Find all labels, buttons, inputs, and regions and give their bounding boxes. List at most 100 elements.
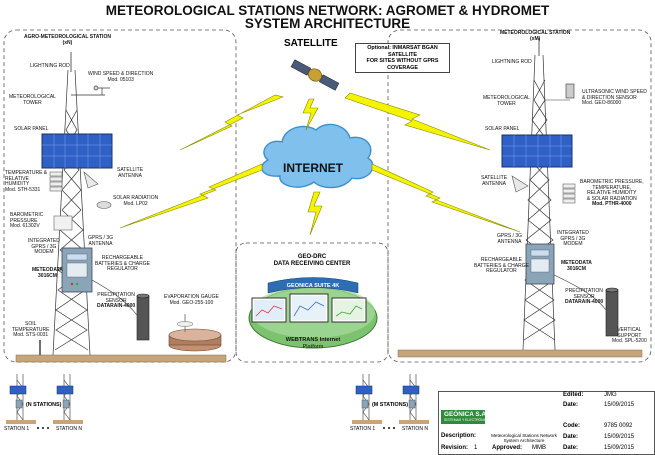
left-station-id: (xN) <box>62 39 73 46</box>
right-multi-sensor-label: BAROMETRIC PRESSURE,TEMPERATURE,RELATIVE… <box>580 179 644 208</box>
date-value-2: 15/09/2015 <box>604 434 635 440</box>
bolt-satellite-left <box>179 94 284 151</box>
right-ultrasonic-sensor <box>545 83 575 101</box>
left-ground <box>15 354 227 363</box>
date-key-3: Date: <box>563 445 579 451</box>
edited-value: JMG <box>604 392 617 398</box>
right-solar-panel-graphic <box>501 134 573 168</box>
left-tower <box>52 69 91 356</box>
right-station-frame <box>387 29 652 363</box>
right-station-name: METEOROLOGICAL STATION <box>500 30 571 36</box>
company-subtitle: SISTEMAS Y ELECTRÓNICA <box>444 418 490 422</box>
evaporation-gauge-graphic <box>168 314 222 352</box>
center-monitors <box>251 293 367 323</box>
left-station1-label: STATION 1 <box>4 426 30 432</box>
right-pthr-sensor <box>562 183 576 204</box>
internet-cloud <box>261 123 374 189</box>
left-cable <box>91 279 138 316</box>
right-ground <box>397 349 643 358</box>
left-solar-radiation-graphic <box>96 201 112 209</box>
diagram-title-line1: METEOROLOGICAL STATIONS NETWORK: AGROMET… <box>105 3 550 18</box>
revision-value: 1 <box>474 445 478 451</box>
left-wind-sensor <box>71 85 110 96</box>
bottom-right-stations <box>362 374 417 421</box>
suite-label: GEONICA SUITE 4K <box>286 283 340 289</box>
left-stationN-label: STATION N <box>56 426 82 432</box>
bolt-right-internet <box>371 163 521 233</box>
lightning-bolts <box>119 92 521 236</box>
m-stations-label: (M STATIONS) <box>372 402 409 408</box>
right-station-title: METEOROLOGICAL STATION (xM) <box>500 30 571 42</box>
bottom-left-stations <box>16 374 71 421</box>
company-logo <box>441 410 485 424</box>
diagram-title-line2: SYSTEM ARCHITECTURE <box>244 16 411 31</box>
right-satellite-antenna <box>511 175 529 193</box>
date-key-1: Date: <box>563 402 579 408</box>
right-logger-graphic <box>525 243 555 285</box>
revision-key: Revision: <box>441 445 469 451</box>
company-name: GEÓNICA S.A. <box>444 411 488 418</box>
right-cable <box>553 274 607 311</box>
right-station-id: (xM) <box>530 35 541 42</box>
right-stationN-label: STATION N <box>402 426 428 432</box>
description-key: Description: <box>441 433 477 439</box>
left-lightning-rod-label: LIGHTNING ROD <box>30 63 70 69</box>
suite-banner <box>267 277 359 294</box>
right-tower <box>522 54 556 351</box>
left-satellite-antenna <box>83 171 99 189</box>
left-solar-panel-graphic <box>41 133 113 169</box>
left-rain-gauge-graphic <box>136 293 150 341</box>
left-station-title: AGRO-METEOROLOGICAL STATION (xN) <box>24 34 111 46</box>
date-value-3: 15/09/2015 <box>604 445 635 451</box>
bolt-satellite-internet <box>302 98 319 131</box>
bolt-left-internet <box>119 163 263 229</box>
approved-value: MMB <box>532 445 546 451</box>
left-solar-panel-label: SOLAR PANEL <box>14 126 49 132</box>
left-station-name: AGRO-METEOROLOGICAL STATION <box>24 34 111 40</box>
bolt-internet-center <box>307 191 323 236</box>
code-key: Code: <box>563 423 580 429</box>
internet-label: INTERNET <box>283 161 343 175</box>
edited-key: Edited: <box>563 392 584 398</box>
left-temp-shield <box>49 171 63 192</box>
n-stations-label: (N STATIONS) <box>26 402 62 408</box>
right-lightning-rod-label: LIGHTNING ROD <box>492 59 532 65</box>
right-rain-gauge-graphic <box>605 287 619 337</box>
right-solar-panel-label: SOLAR PANEL <box>485 126 520 132</box>
satellite-label: SATELLITE <box>284 38 338 49</box>
bolt-satellite-right <box>344 92 491 151</box>
ellipsis-dots <box>37 427 395 429</box>
left-barometer-box <box>53 215 73 231</box>
satellite-graphic <box>290 59 340 91</box>
left-station-frame <box>3 29 237 363</box>
date-key-2: Date: <box>563 434 579 440</box>
approved-key: Approved: <box>492 445 522 451</box>
center-frame <box>235 242 389 363</box>
code-value: 9785 0092 <box>604 423 633 429</box>
